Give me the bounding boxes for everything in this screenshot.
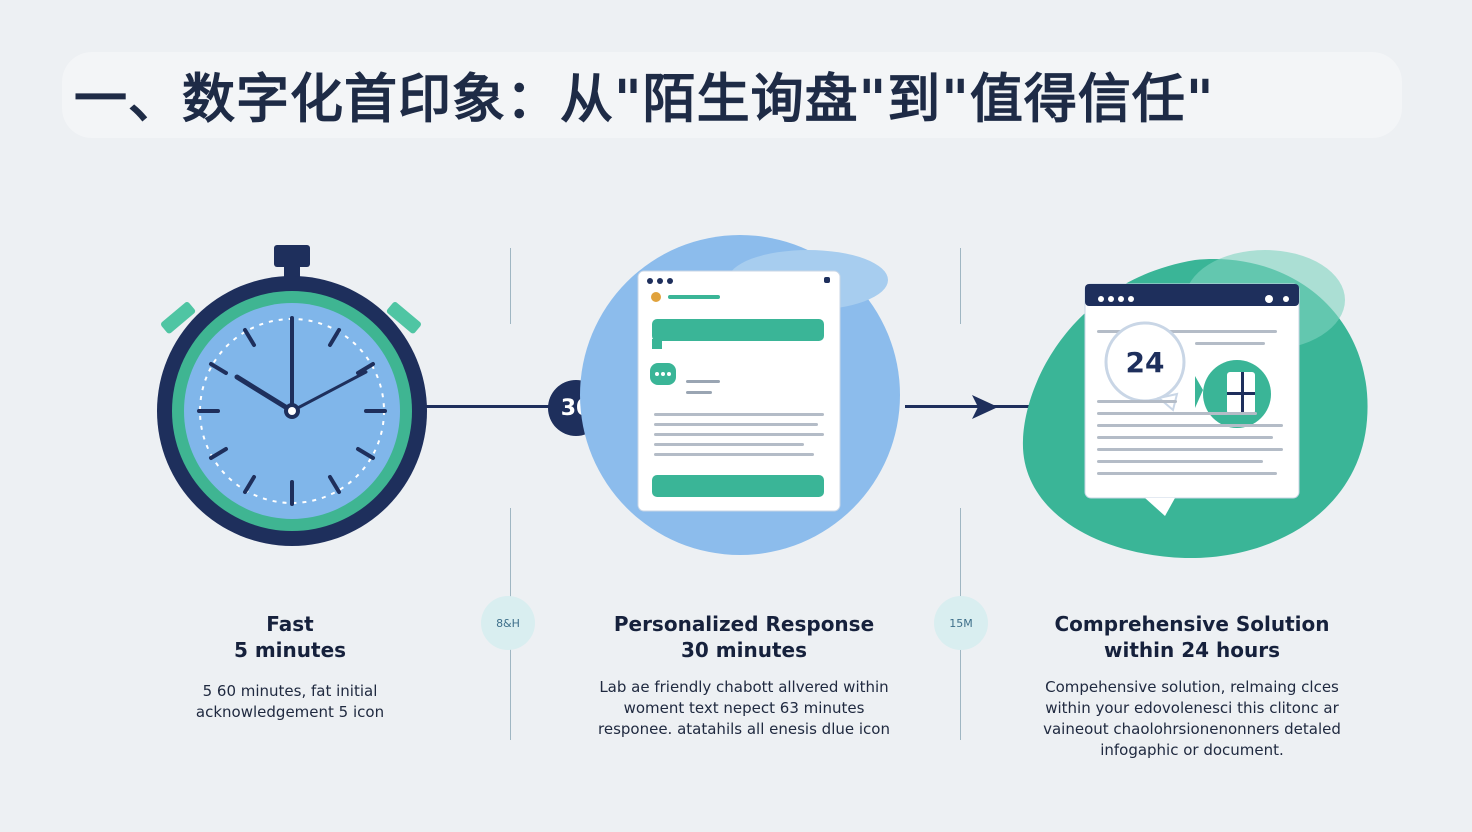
deadline-label: 24 <box>1126 346 1165 379</box>
step-description-line: woment text nepect 63 minutes <box>623 699 865 717</box>
step-description: Compehensive solution, relmaing clces wi… <box>1020 677 1364 761</box>
mini-badge: 8&H <box>481 596 535 650</box>
step-description-line: Compehensive solution, relmaing clces <box>1045 678 1339 696</box>
document-24-icon: 24 <box>1022 250 1368 559</box>
step-description-line: responee. atatahils all enesis dlue icon <box>598 720 890 738</box>
step-description-line: infogaphic or document. <box>1100 741 1284 759</box>
step-title: Personalized Response 30 minutes <box>566 611 922 663</box>
step-title-line: 5 minutes <box>233 638 347 662</box>
connector-line <box>420 405 550 408</box>
step-title: Comprehensive Solution within 24 hours <box>1030 611 1354 663</box>
divider <box>510 248 511 324</box>
page-title-banner: 一、数字化首印象：从"陌生询盘"到"值得信任" <box>62 52 1402 138</box>
divider <box>960 248 961 324</box>
mini-badge: 15M <box>934 596 988 650</box>
page-title: 一、数字化首印象：从"陌生询盘"到"值得信任" <box>74 69 1215 130</box>
stopwatch-icon <box>157 245 427 546</box>
step-title-line: within 24 hours <box>1104 638 1280 662</box>
step-description-line: Lab ae friendly chabott allvered within <box>599 678 889 696</box>
step-title-line: Comprehensive Solution <box>1054 612 1330 636</box>
arrow-icon <box>972 395 998 419</box>
step-title-line: Personalized Response <box>613 612 875 636</box>
step-description-line: within your edovolenesci this clitonc ar <box>1045 699 1339 717</box>
step-description-line: acknowledgement 5 icon <box>195 703 385 721</box>
step-description: Lab ae friendly chabott allvered within … <box>566 677 922 740</box>
step-description-line: 5 60 minutes, fat initial <box>202 682 378 700</box>
step-title-line: 30 minutes <box>681 638 807 662</box>
step-description: 5 60 minutes, fat initial acknowledgemen… <box>150 681 430 723</box>
step-title: Fast 5 minutes <box>140 611 440 663</box>
step-title-line: Fast <box>266 612 314 636</box>
step-description-line: vaineout chaolohrsionenonners detaled <box>1043 720 1341 738</box>
chat-window-icon <box>580 235 900 555</box>
